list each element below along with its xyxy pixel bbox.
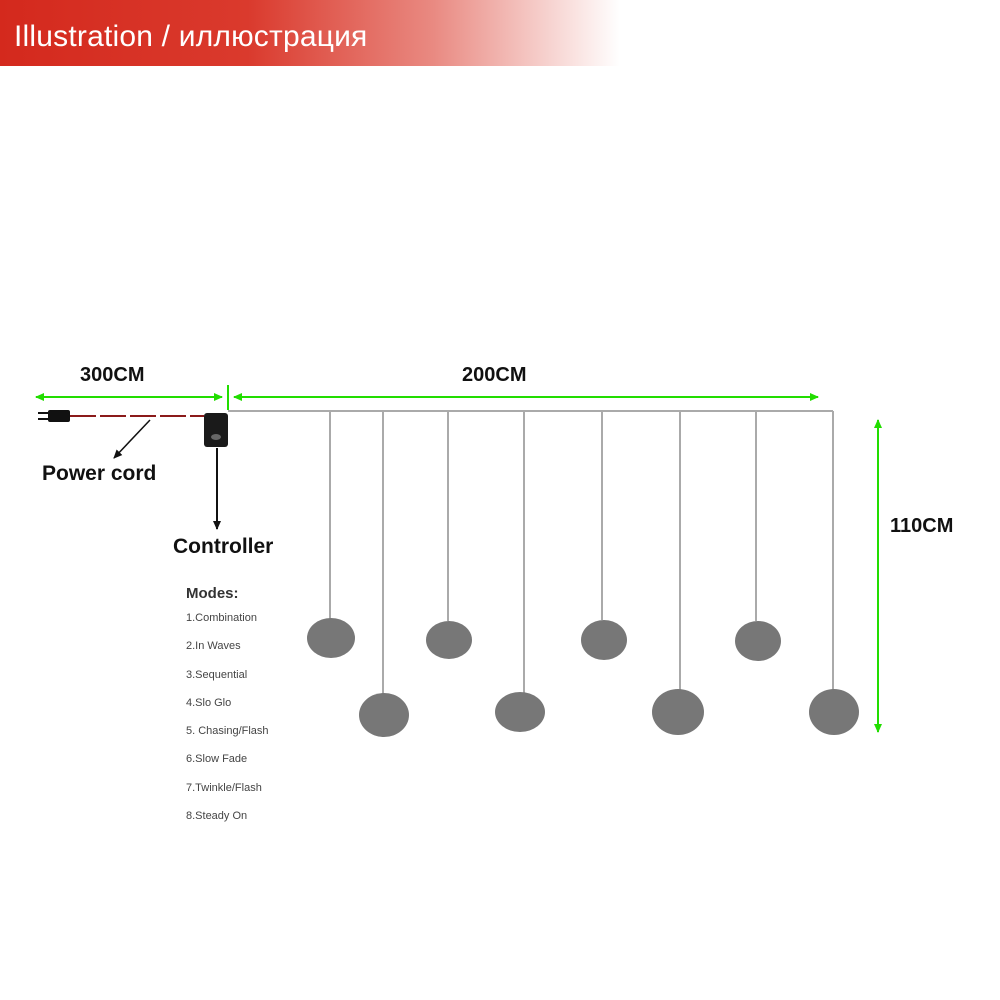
light-strand — [809, 411, 859, 735]
light-bulb — [652, 689, 704, 735]
mode-item: 5. Chasing/Flash — [186, 725, 269, 738]
mode-item: 6.Slow Fade — [186, 753, 248, 766]
light-strand — [652, 411, 704, 735]
light-strand — [307, 411, 355, 658]
header-banner: Illustration / иллюстрация — [0, 0, 620, 66]
light-bulb — [809, 689, 859, 735]
plug-icon — [38, 410, 70, 422]
light-bulb — [581, 620, 627, 660]
power-cord-label: Power cord — [42, 462, 157, 485]
drop-height-label: 110CM — [890, 515, 954, 537]
power-cord-pointer — [113, 419, 151, 459]
light-bulb — [426, 621, 472, 659]
light-strand — [581, 411, 627, 660]
light-strand — [359, 411, 409, 737]
light-strand — [495, 411, 545, 732]
curtain-width-label: 200CM — [462, 364, 527, 386]
modes-list: 1.Combination 2.In Waves 3.Sequential 4.… — [186, 612, 269, 838]
light-bulb — [307, 618, 355, 658]
controller-box — [204, 413, 228, 447]
header-title: Illustration / иллюстрация — [14, 20, 368, 53]
mode-item: 3.Sequential — [186, 668, 248, 681]
mode-item: 8.Steady On — [186, 810, 248, 823]
modes-title: Modes: — [186, 585, 239, 602]
cord-length-label: 300CM — [80, 364, 145, 386]
light-bulb — [735, 621, 781, 661]
light-bulb — [359, 693, 409, 737]
controller-label: Controller — [173, 535, 274, 558]
mode-item: 7.Twinkle/Flash — [186, 781, 262, 794]
mode-item: 1.Combination — [186, 612, 257, 624]
mode-item: 2.In Waves — [186, 640, 241, 653]
light-strand — [735, 411, 781, 661]
light-strand — [426, 411, 472, 659]
mode-item: 4.Slo Glo — [186, 696, 232, 709]
light-bulb — [495, 692, 545, 732]
